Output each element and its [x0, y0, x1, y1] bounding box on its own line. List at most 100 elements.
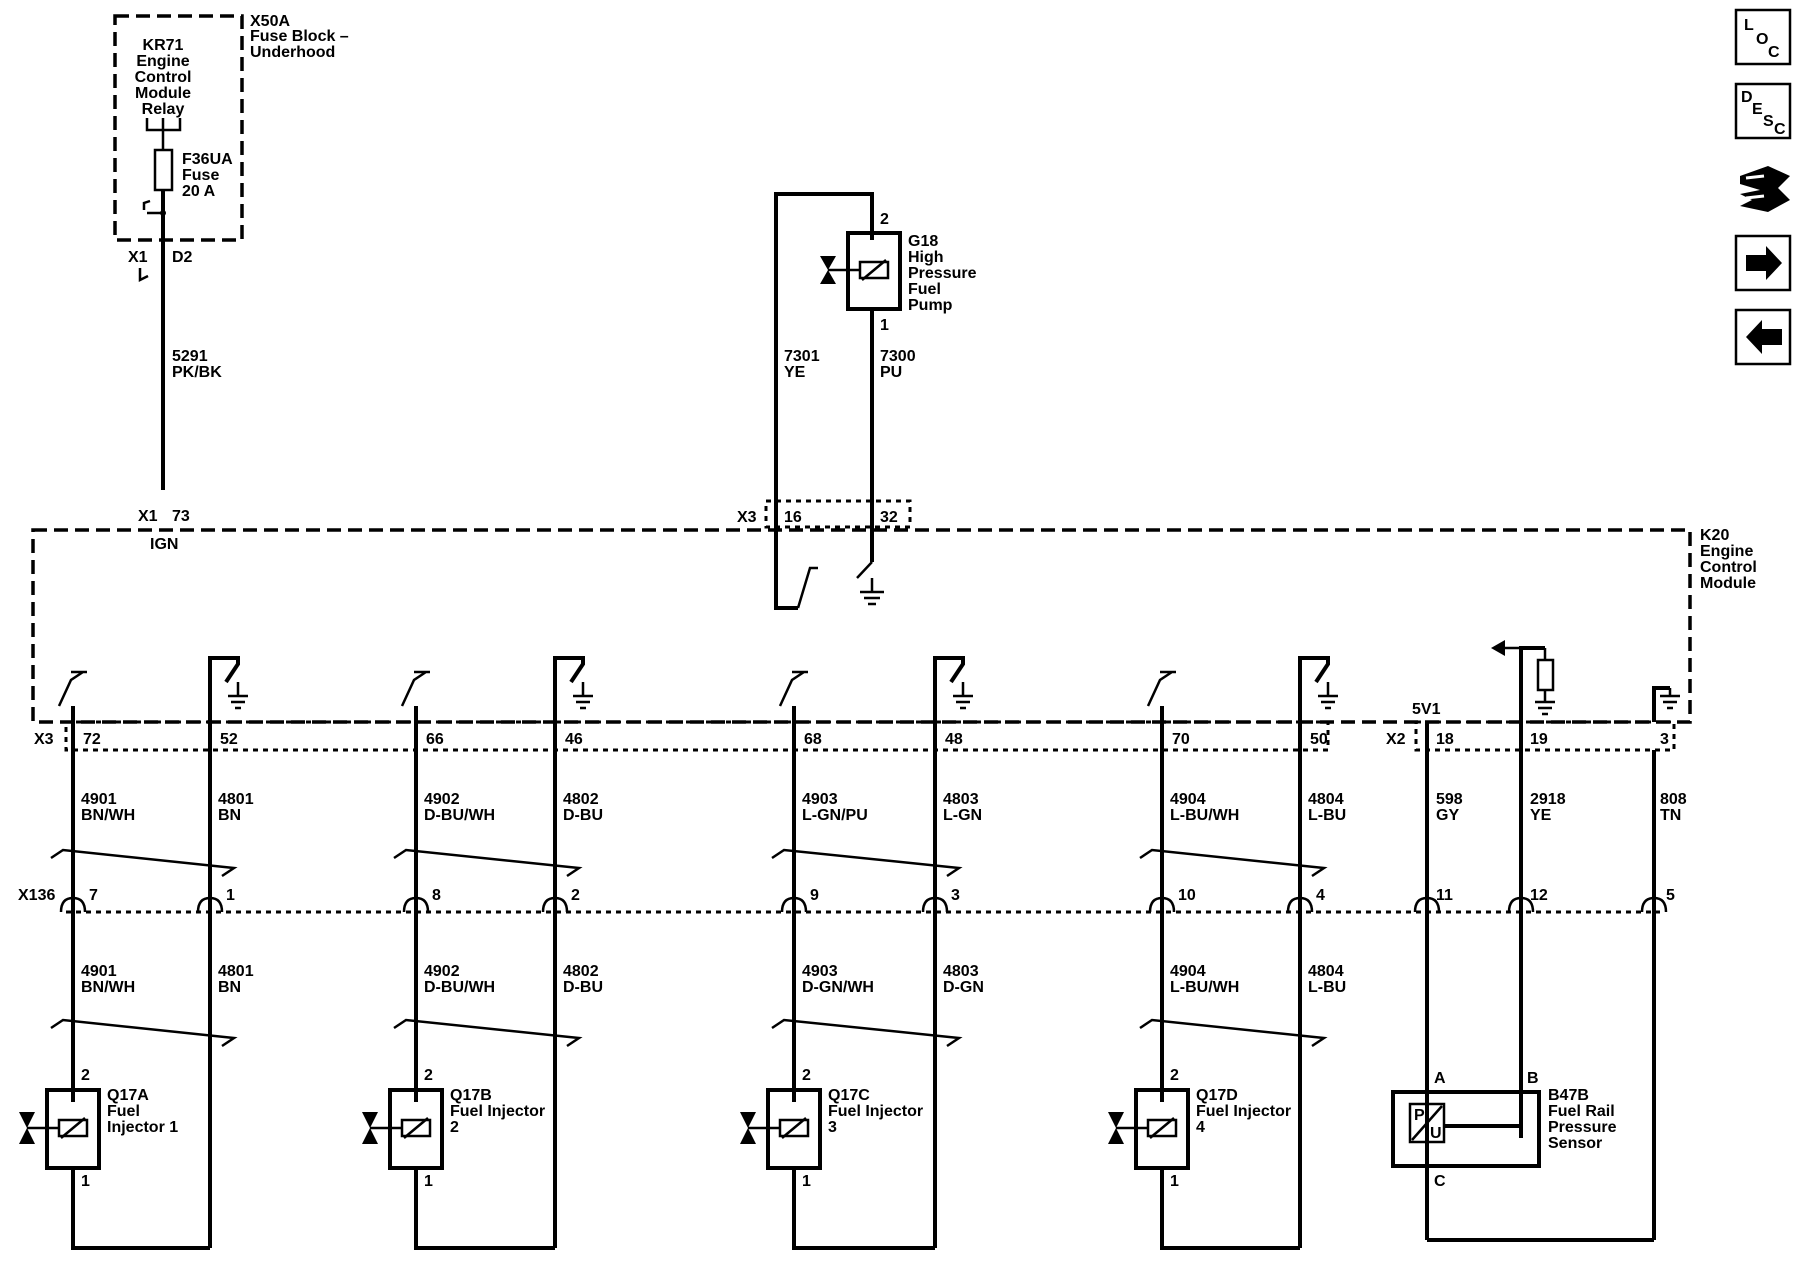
forward-arrow-button[interactable]: [1734, 234, 1792, 292]
twisted-pair-icon: [50, 848, 238, 878]
injector-id: Q17A: [107, 1087, 149, 1104]
injector-name-line: 4: [1196, 1119, 1205, 1136]
wire-color-label: D-BU: [563, 807, 603, 824]
x136-pin-label: 8: [432, 887, 441, 904]
twisted-pair-icon: [1139, 848, 1328, 878]
nav-desc-letter: S: [1763, 113, 1774, 130]
ecm-pin-label: 46: [565, 731, 583, 748]
x136-terminal-icon: [1286, 896, 1314, 913]
ecm-connector-x3-strip: [64, 720, 1330, 752]
wire-5291-color: PK/BK: [172, 364, 222, 381]
pump-connector-x3: [764, 499, 912, 529]
wire-7300-color: PU: [880, 364, 902, 381]
injector-pin-bottom: 1: [802, 1173, 811, 1190]
x136-terminal-icon: [1507, 896, 1535, 913]
ecm-name-line: Module: [1700, 575, 1756, 592]
wire-color-label: D-GN: [943, 979, 984, 996]
wire-7300-circuit: 7300: [880, 348, 916, 365]
connector-view-glyph[interactable]: [1740, 166, 1790, 212]
nav-desc-letter: D: [1741, 89, 1753, 106]
x136-pin-label: 9: [810, 887, 819, 904]
relay-label-line: Module: [135, 85, 191, 102]
pump-conn-x3: X3: [737, 509, 757, 526]
sensor-pin-a: A: [1434, 1070, 1446, 1087]
pump-low-switch-icon: [856, 561, 873, 579]
injector-coil-slash: [403, 1117, 429, 1139]
injector-id: Q17D: [1196, 1087, 1238, 1104]
fuse-block-conn-x1: X1: [128, 249, 148, 266]
injector-name-line: 2: [450, 1119, 459, 1136]
connector-x1-icon: [138, 268, 149, 283]
twisted-pair-icon: [50, 1018, 238, 1048]
pressure-sensor-b47b: 5V1 18 19 3 598 GY 2918 YE 808 TN 11 12 …: [1391, 640, 1687, 1242]
pump-name-line: Pressure: [908, 265, 977, 282]
ecm-conn-x3-label: X3: [34, 731, 54, 748]
wire-598-circuit: 598: [1436, 791, 1463, 808]
injector-pin-top: 2: [1170, 1067, 1179, 1084]
injector-return-wire: [792, 1168, 935, 1250]
wire-circuit-label: 4901: [81, 963, 117, 980]
ecm-pin-label: 66: [426, 731, 444, 748]
pump-id: G18: [908, 233, 938, 250]
injector-valve-icon: [1108, 1112, 1124, 1144]
nav-loc-letter: C: [1768, 44, 1780, 61]
sensor-box: [1391, 1090, 1541, 1168]
wire-circuit-label: 4802: [563, 963, 599, 980]
connector-view-icon[interactable]: [1740, 166, 1790, 212]
x136-terminal-icon: [1413, 896, 1441, 913]
nav-loc-button[interactable]: L O C: [1734, 8, 1792, 66]
relay-label-line: Relay: [142, 101, 185, 118]
injector-valve-icon: [19, 1112, 35, 1144]
sensor-pin-b: B: [1527, 1070, 1539, 1087]
injector-pin-top: 2: [802, 1067, 811, 1084]
wire-circuit-label: 4902: [424, 791, 460, 808]
nav-desc-letter: E: [1752, 101, 1763, 118]
wire-circuit-label: 4801: [218, 791, 254, 808]
ecm-pin-label: 70: [1172, 731, 1190, 748]
x136-pin-label: 2: [571, 887, 580, 904]
x136-terminal-icon: [541, 896, 569, 913]
relay-contact-icon: [145, 118, 182, 150]
back-arrow-button[interactable]: [1734, 308, 1792, 366]
nav-desc-letter: C: [1774, 121, 1786, 138]
injector-name-line: 3: [828, 1119, 837, 1136]
pump-pin-32: 32: [880, 509, 898, 526]
sensor-x136-pin: 5: [1666, 887, 1675, 904]
wire-circuit-label: 4903: [802, 963, 838, 980]
wire-color-label: L-GN: [943, 807, 982, 824]
pump-pin-16: 16: [784, 509, 802, 526]
wire-circuit-label: 4804: [1308, 791, 1344, 808]
fuel-pump-g18: 2 1 G18 High Pressure Fuel Pump 7301 YE …: [737, 192, 977, 610]
injector-pin-top: 2: [81, 1067, 90, 1084]
sensor-symbol-top: P: [1414, 1107, 1425, 1124]
ecm-pin-label: 68: [804, 731, 822, 748]
forward-arrow-frame[interactable]: [1734, 234, 1792, 292]
twisted-pair-icon: [393, 1018, 583, 1048]
fuse-block-x50a: X50A Fuse Block – Underhood KR71 Engine …: [113, 13, 349, 553]
fuse-rating: 20 A: [182, 183, 216, 200]
nav-desc-button[interactable]: D E S C: [1734, 82, 1792, 140]
pump-switch-icon: [796, 566, 818, 609]
wire-circuit-label: 4802: [563, 791, 599, 808]
back-arrow-frame[interactable]: [1734, 308, 1792, 366]
nav-loc-frame[interactable]: [1734, 8, 1792, 66]
relay-label: KR71 Engine Control Module Relay: [135, 37, 192, 118]
wire-circuit-label: 4803: [943, 791, 979, 808]
nav-loc-letter: O: [1756, 31, 1768, 48]
driver-switch-icon: [57, 670, 87, 707]
nav-desc-frame[interactable]: [1734, 82, 1792, 140]
sensor-id: B47B: [1548, 1087, 1589, 1104]
wire-7301-color: YE: [784, 364, 806, 381]
x136-terminal-icon: [1148, 896, 1176, 913]
wire-circuit-label: 4901: [81, 791, 117, 808]
injector-return-wire: [414, 1168, 555, 1250]
injector-pin-bottom: 1: [424, 1173, 433, 1190]
fuse-id: F36UA: [182, 151, 233, 168]
pump-valve-icon: [820, 256, 836, 284]
connector-x136-label: X136: [18, 887, 55, 904]
wire-color-label: D-BU/WH: [424, 807, 495, 824]
wire-808-color: TN: [1660, 807, 1681, 824]
ecm-pin-label: 50: [1310, 731, 1328, 748]
